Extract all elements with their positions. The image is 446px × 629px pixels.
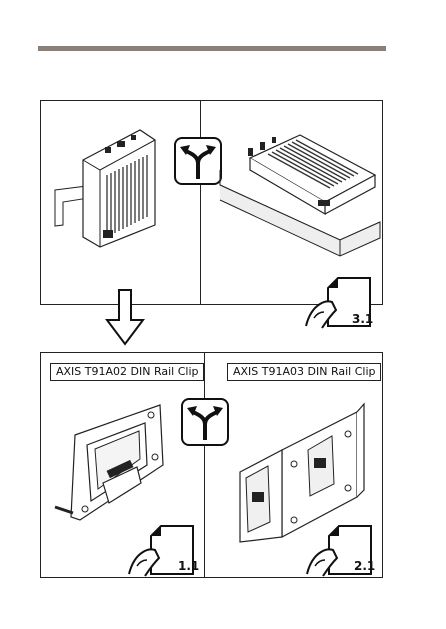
device-din-rail-illustration [54, 129, 156, 248]
panel-divider [204, 353, 205, 578]
down-arrow-icon [105, 289, 145, 346]
step-number: 1.1 [178, 559, 200, 573]
branch-arrows-icon [181, 398, 229, 446]
clip-label-a03: AXIS T91A03 DIN Rail Clip [227, 363, 382, 381]
step-number: 2.1 [354, 559, 376, 573]
clip-a03-illustration [239, 402, 365, 543]
hand-page-turn-icon [306, 525, 372, 577]
clip-a02-illustration [54, 404, 164, 521]
header-rule [38, 46, 386, 51]
device-surface-illustration [219, 134, 381, 257]
panel-divider [200, 101, 201, 305]
hand-page-turn-icon [128, 525, 194, 577]
step-number: 3.1 [352, 312, 374, 326]
hand-page-turn-icon [305, 277, 371, 329]
clip-label-a02: AXIS T91A02 DIN Rail Clip [50, 363, 205, 381]
branch-arrows-icon [174, 137, 222, 185]
